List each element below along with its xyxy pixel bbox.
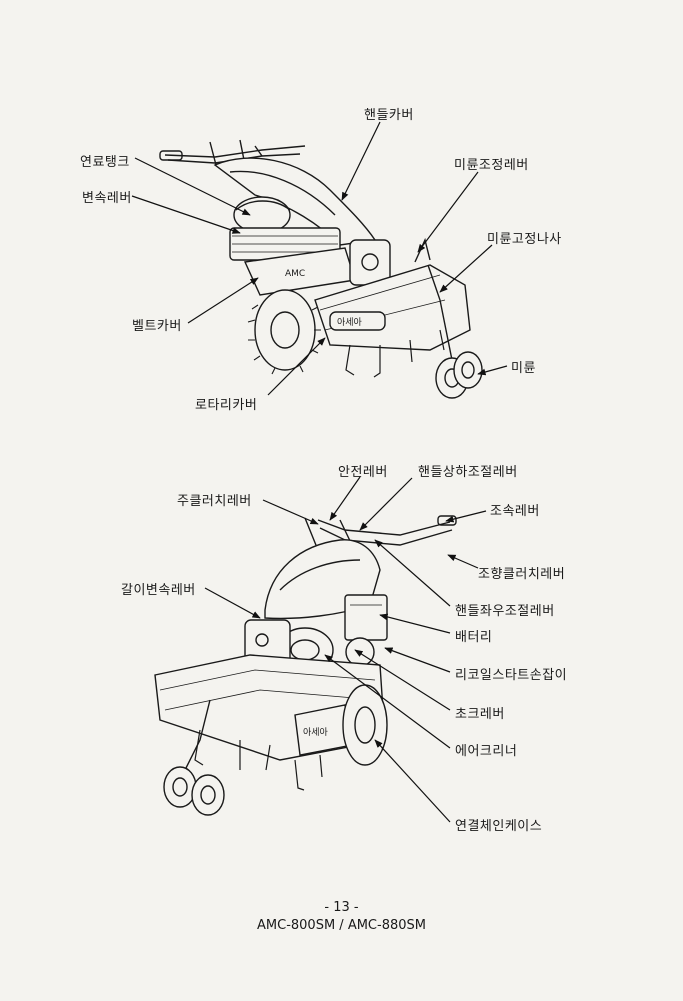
top-leader-lines xyxy=(131,121,508,396)
label-belt-cover: 벨트카버 xyxy=(132,319,182,334)
top-name-mark: 아세아 xyxy=(337,317,363,328)
bottom-tiller-drawing: 아세아 xyxy=(154,515,457,816)
label-choke-lever: 초크레버 xyxy=(455,707,505,722)
model-line: AMC-800SM / AMC-880SM xyxy=(257,918,426,933)
label-battery: 배터리 xyxy=(455,630,493,645)
page-number: - 13 - xyxy=(324,900,359,915)
label-tail-wheel-adjust-lever: 미륜조정레버 xyxy=(454,158,529,173)
label-rotary-cover: 로타리카버 xyxy=(195,398,258,413)
top-brand-mark: AMC xyxy=(285,269,305,279)
bottom-name-mark: 아세아 xyxy=(303,727,329,738)
label-tail-wheel: 미륜 xyxy=(511,361,536,376)
label-handle-cover: 핸들카버 xyxy=(364,108,414,123)
label-shift-lever: 변속레버 xyxy=(82,191,132,206)
label-handle-height-lever: 핸들상하조절레버 xyxy=(418,465,518,480)
label-chain-case: 연결체인케이스 xyxy=(455,819,543,834)
label-safety-lever: 안전레버 xyxy=(338,465,388,480)
top-tiller-drawing: AMC 아세아 xyxy=(159,139,483,399)
bottom-leader-lines xyxy=(204,476,487,823)
label-air-cleaner: 에어크리너 xyxy=(455,744,518,759)
label-main-clutch-lever: 주클러치레버 xyxy=(177,494,252,509)
label-tail-wheel-fix-screw: 미륜고정나사 xyxy=(487,232,562,247)
label-tilling-shift-lever: 갈이변속레버 xyxy=(121,583,196,598)
label-throttle-lever: 조속레버 xyxy=(490,504,540,519)
label-handle-side-lever: 핸들좌우조절레버 xyxy=(455,604,555,619)
label-recoil-starter-grip: 리코일스타트손잡이 xyxy=(455,668,568,683)
label-fuel-tank: 연료탱크 xyxy=(80,155,130,170)
label-steering-clutch-lever: 조향클러치레버 xyxy=(478,567,566,582)
